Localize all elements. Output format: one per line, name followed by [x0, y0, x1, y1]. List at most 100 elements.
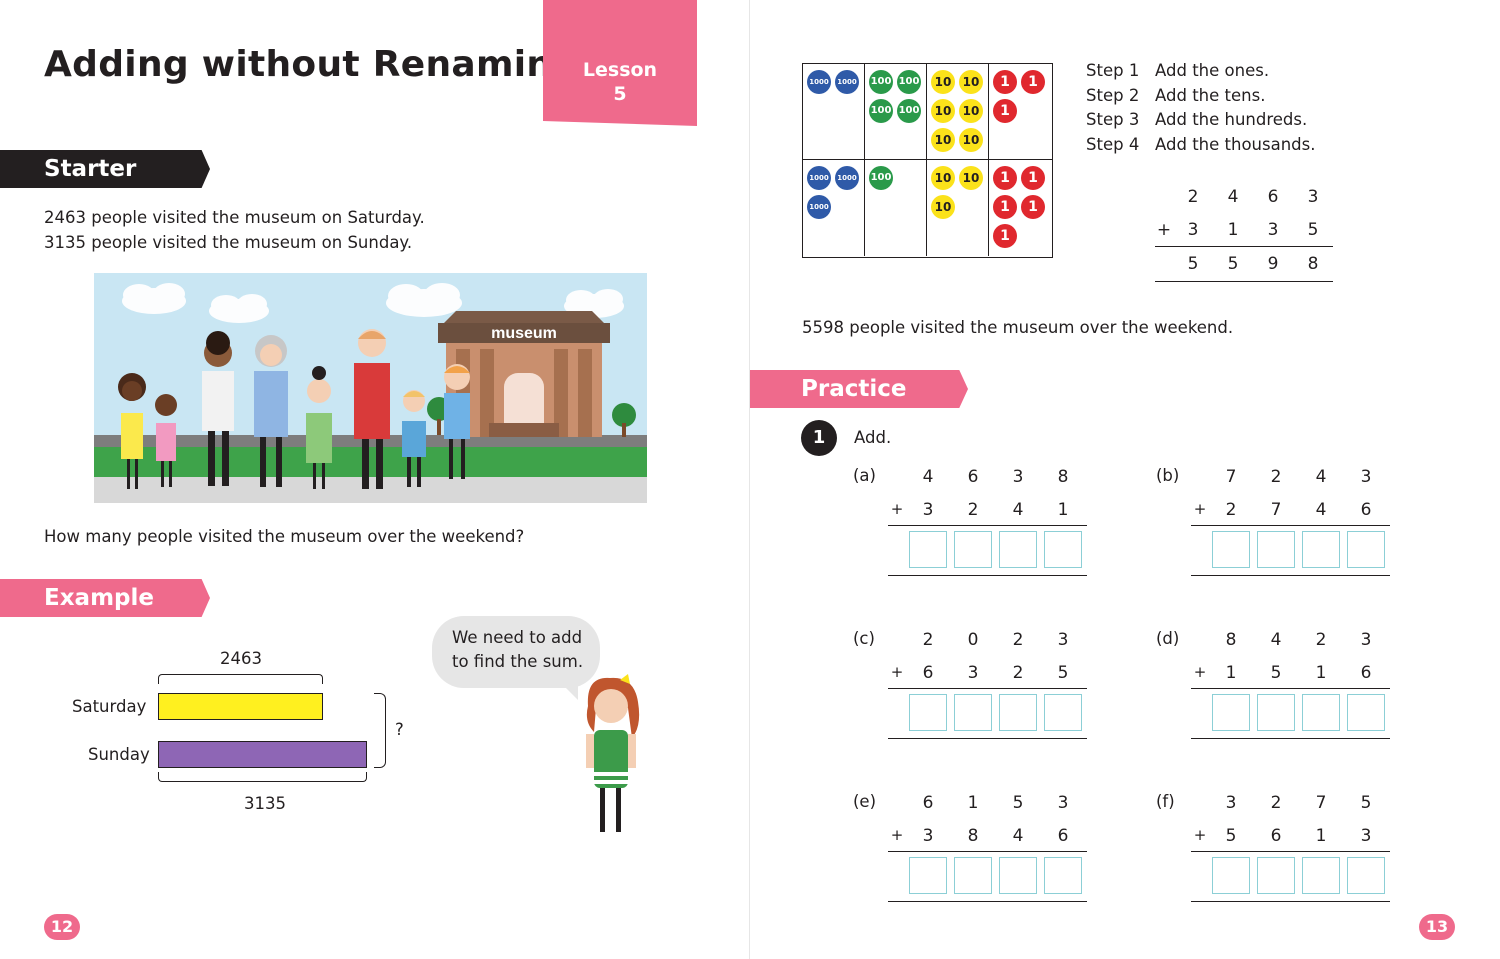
weekend-question: How many people visited the museum over … [44, 527, 525, 546]
problem-top-digit: 4 [922, 467, 934, 487]
place-value-disc-tens: 10 [959, 166, 983, 190]
problem-bottom-digit: 6 [1270, 826, 1282, 846]
problem-line-top [1191, 525, 1390, 526]
answer-box[interactable] [999, 857, 1037, 894]
problem-top-digit: 0 [967, 630, 979, 650]
worked-sum-result-digit: 5 [1227, 254, 1239, 274]
problem-top-digit: 2 [1012, 630, 1024, 650]
answer-box[interactable] [1257, 857, 1295, 894]
example-banner: Example [0, 579, 210, 617]
clouds [122, 283, 624, 323]
problem-top-digit: 5 [1012, 793, 1024, 813]
problem-bottom-digit: 4 [1315, 500, 1327, 520]
problem-bottom-digit: 6 [1360, 500, 1372, 520]
total-brace [374, 693, 386, 768]
page-number-left: 12 [44, 914, 80, 940]
problem-bottom-digit: 8 [967, 826, 979, 846]
worked-sum-result-digit: 8 [1307, 254, 1319, 274]
place-value-disc-tens: 10 [931, 195, 955, 219]
question-instruction: Add. [854, 428, 892, 447]
place-value-disc-hundreds: 100 [869, 70, 893, 94]
problem-bottom-digit: 2 [1225, 500, 1237, 520]
problem-label: (e) [853, 792, 877, 811]
answer-box[interactable] [1212, 694, 1250, 731]
problem-plus-sign: + [890, 500, 904, 518]
answer-box[interactable] [1302, 531, 1340, 568]
answer-box[interactable] [999, 694, 1037, 731]
worked-sum-top-digit: 6 [1267, 187, 1279, 207]
problem-line-top [1191, 688, 1390, 689]
sunday-value-label: 3135 [244, 794, 286, 813]
answer-box[interactable] [1257, 694, 1295, 731]
weekend-conclusion: 5598 people visited the museum over the … [802, 318, 1234, 337]
answer-box[interactable] [909, 531, 947, 568]
problem-bottom-digit: 4 [1012, 500, 1024, 520]
problem-label: (d) [1156, 629, 1180, 648]
problem-line-top [888, 525, 1087, 526]
answer-box[interactable] [1347, 857, 1385, 894]
answer-box[interactable] [954, 857, 992, 894]
answer-box[interactable] [1212, 857, 1250, 894]
total-unknown: ? [395, 720, 404, 739]
answer-box[interactable] [999, 531, 1037, 568]
problem-top-digit: 3 [1225, 793, 1237, 813]
saturday-bar [158, 693, 323, 720]
problem-plus-sign: + [890, 663, 904, 681]
answer-box[interactable] [1302, 857, 1340, 894]
problem-label: (f) [1156, 792, 1175, 811]
museum-building [438, 311, 610, 437]
problem-top-digit: 1 [967, 793, 979, 813]
problem-top-digit: 2 [1270, 467, 1282, 487]
problem-line-bottom [888, 575, 1087, 576]
answer-box[interactable] [1257, 531, 1295, 568]
place-value-disc-thousands: 1000 [835, 166, 859, 190]
problem-line-bottom [1191, 575, 1390, 576]
problem-plus-sign: + [1193, 826, 1207, 844]
problem-top-digit: 3 [1057, 630, 1069, 650]
place-value-disc-ones: 1 [1021, 195, 1045, 219]
problem-top-digit: 7 [1225, 467, 1237, 487]
place-value-disc-tens: 10 [959, 128, 983, 152]
place-value-disc-tens: 10 [959, 70, 983, 94]
problem-bottom-digit: 5 [1225, 826, 1237, 846]
worked-sum-bottom-digit: 1 [1227, 220, 1239, 240]
place-value-disc-ones: 1 [993, 166, 1017, 190]
answer-box[interactable] [1212, 531, 1250, 568]
answer-box[interactable] [1347, 531, 1385, 568]
answer-box[interactable] [1044, 694, 1082, 731]
place-value-disc-ones: 1 [1021, 70, 1045, 94]
answer-box[interactable] [1044, 531, 1082, 568]
people [118, 329, 470, 489]
worked-sum-plus: + [1156, 220, 1172, 240]
worked-sum-top-digit: 2 [1187, 187, 1199, 207]
problem-bottom-digit: 3 [967, 663, 979, 683]
lesson-label: Lesson [582, 59, 658, 81]
page-number-right: 13 [1419, 914, 1455, 940]
question-number-badge: 1 [801, 420, 837, 456]
answer-box[interactable] [1044, 857, 1082, 894]
answer-box[interactable] [909, 694, 947, 731]
problem-top-digit: 6 [967, 467, 979, 487]
answer-box[interactable] [954, 531, 992, 568]
answer-box[interactable] [909, 857, 947, 894]
answer-box[interactable] [954, 694, 992, 731]
place-value-disc-ones: 1 [993, 224, 1017, 248]
problem-bottom-digit: 1 [1315, 663, 1327, 683]
problem-bottom-digit: 6 [922, 663, 934, 683]
place-value-disc-ones: 1 [1021, 166, 1045, 190]
problem-bottom-digit: 2 [967, 500, 979, 520]
place-value-disc-ones: 1 [993, 99, 1017, 123]
answer-box[interactable] [1347, 694, 1385, 731]
answer-box[interactable] [1302, 694, 1340, 731]
problem-line-bottom [1191, 901, 1390, 902]
step-3-label: Step 3 [1086, 110, 1140, 129]
problem-top-digit: 2 [1315, 630, 1327, 650]
place-value-disc-ones: 1 [993, 195, 1017, 219]
place-value-disc-thousands: 1000 [835, 70, 859, 94]
